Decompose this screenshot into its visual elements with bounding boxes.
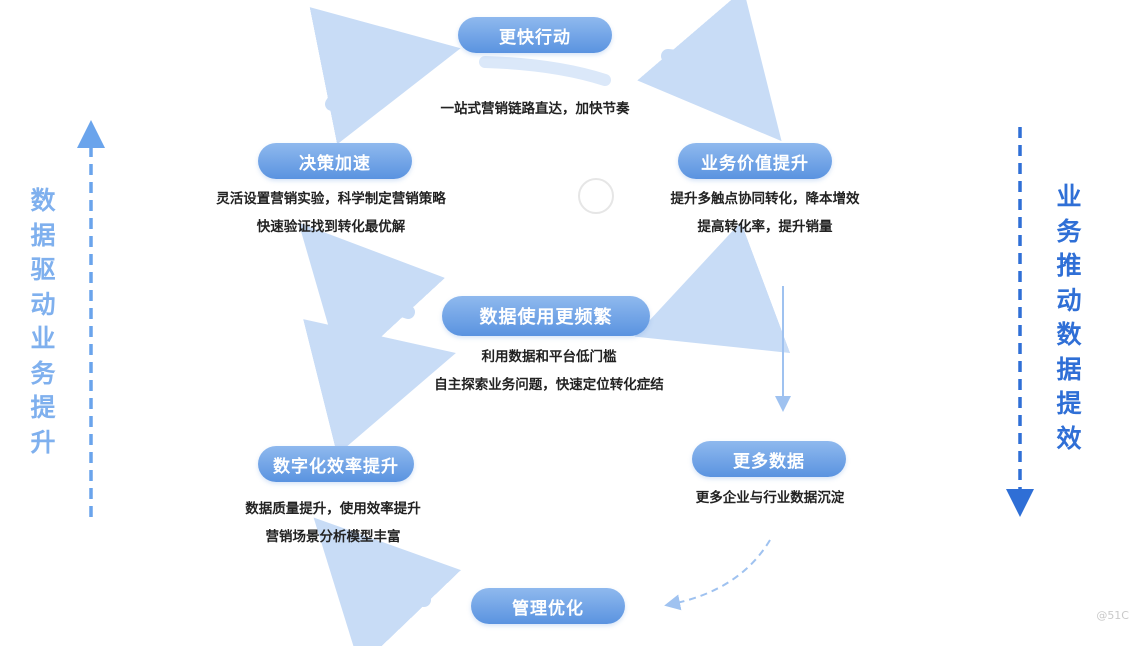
center-desc-2: 自主探索业务问题，快速定位转化症结	[434, 377, 664, 393]
more-data-desc-1: 更多企业与行业数据沉淀	[695, 490, 845, 506]
side-text-right: 业务推动数据提效	[1056, 182, 1082, 453]
node-management: 管理优化	[471, 588, 625, 624]
node-business-value: 业务价值提升	[678, 143, 832, 179]
node-digital-efficiency: 数字化效率提升	[258, 446, 414, 482]
faster-action-desc-1: 一站式营销链路直达，加快节奏	[440, 101, 630, 117]
arrow-bottom-left	[313, 517, 461, 646]
node-more-data: 更多数据	[692, 441, 846, 477]
watermark: @51C	[1096, 609, 1129, 622]
center-circle-icon	[578, 178, 614, 214]
arrow-top-left	[309, 7, 461, 145]
arrow-left-mid	[298, 222, 445, 373]
arrow-right-mid	[634, 221, 791, 353]
digital-efficiency-desc-2: 营销场景分析模型丰富	[265, 529, 401, 545]
node-center: 数据使用更频繁	[442, 296, 650, 336]
node-decision-speed: 决策加速	[258, 143, 412, 179]
node-faster-action: 更快行动	[458, 17, 612, 53]
business-value-desc-1: 提升多触点协同转化，降本增效	[670, 191, 860, 207]
side-text-left: 数据驱动业务提升	[30, 186, 56, 457]
business-value-desc-2: 提高转化率，提升销量	[697, 219, 833, 235]
digital-efficiency-desc-1: 数据质量提升，使用效率提升	[245, 501, 421, 517]
center-desc-1: 利用数据和平台低门槛	[481, 349, 617, 365]
decision-speed-desc-1: 灵活设置营销实验，科学制定营销策略	[216, 191, 446, 207]
arrow-top-right	[637, 0, 782, 142]
arrow-dashed-bottom-right	[664, 539, 771, 611]
arrow-top-sweep	[479, 56, 611, 86]
decision-speed-desc-2: 快速验证找到转化最优解	[256, 219, 406, 235]
arrow-lower-left	[303, 319, 456, 455]
